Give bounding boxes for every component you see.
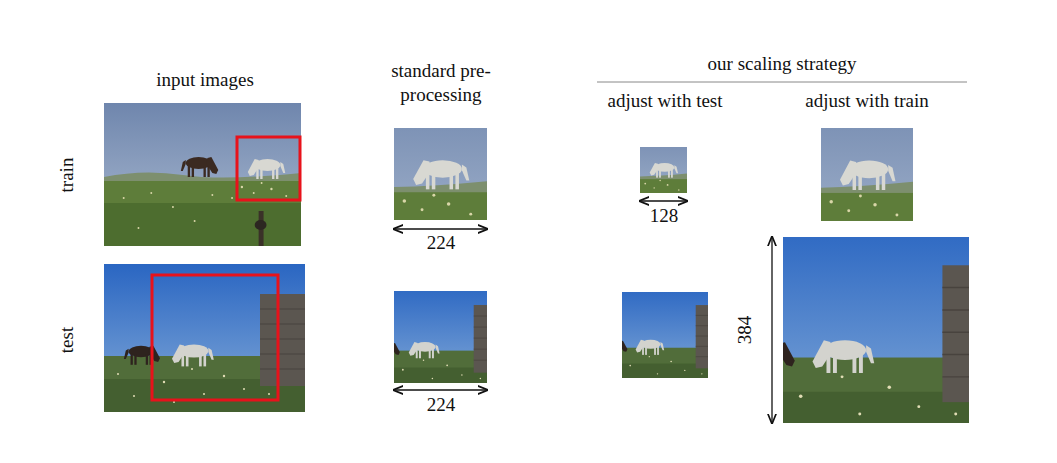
- row-label: test: [55, 327, 79, 353]
- test-crop: [359, 283, 507, 392]
- train-crop: [198, 78, 493, 287]
- dimension-label: 224: [427, 231, 456, 255]
- dimension-arrow: [394, 389, 487, 390]
- column-heading: standard pre-processing: [377, 59, 505, 107]
- dimension-arrow: [771, 237, 772, 423]
- column-heading: adjust with train: [805, 89, 928, 113]
- dimension-arrow: [640, 200, 687, 201]
- group-heading: our scaling strategy: [708, 52, 857, 76]
- column-heading: input images: [156, 68, 254, 92]
- dimension-label: 224: [427, 393, 456, 417]
- dimension-label: 384: [733, 316, 757, 345]
- crop-box: [237, 137, 300, 200]
- dimension-label: 128: [650, 204, 679, 228]
- dimension-arrow: [394, 228, 487, 229]
- test-crop: [589, 284, 726, 386]
- header-rule: [597, 82, 967, 83]
- test-photo: [104, 264, 305, 412]
- test-crop-large: [712, 221, 1009, 441]
- crop-box: [152, 275, 278, 400]
- train-photo: [104, 103, 301, 246]
- row-label: train: [55, 158, 79, 193]
- column-heading: adjust with test: [607, 89, 722, 113]
